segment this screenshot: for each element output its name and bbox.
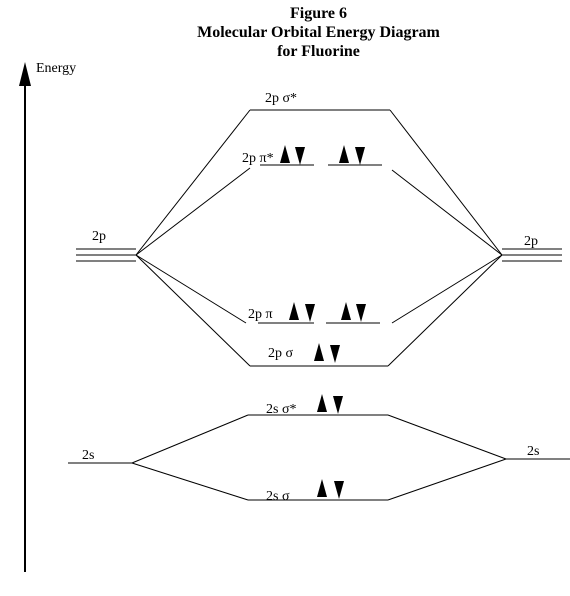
figure-title-line1: Figure 6 xyxy=(289,5,348,22)
figure-title-line2: Molecular Orbital Energy Diagram xyxy=(197,24,440,41)
electron-up-arrow xyxy=(314,343,324,361)
energy-axis xyxy=(19,62,31,572)
figure-title-line3: for Fluorine xyxy=(277,43,360,60)
electron-up-arrow xyxy=(289,302,299,320)
energy-axis-label: Energy xyxy=(36,61,76,76)
right-2p-label: 2p xyxy=(524,234,538,249)
electron-down-arrow xyxy=(295,147,305,165)
mo-2p-sigma-label: 2p σ xyxy=(268,346,294,361)
electron-down-arrow xyxy=(356,304,366,322)
electron-down-arrow xyxy=(305,304,315,322)
electron-up-arrow xyxy=(280,145,290,163)
mo-2s-sigma-star-label: 2s σ* xyxy=(266,402,297,417)
left-2p-label: 2p xyxy=(92,229,106,244)
right-2s-label: 2s xyxy=(527,444,539,459)
left-2s-label: 2s xyxy=(82,448,94,463)
electron-up-arrow xyxy=(341,302,351,320)
electron-up-arrow xyxy=(317,479,327,497)
electron-down-arrow xyxy=(330,345,340,363)
right-2p-levels xyxy=(502,248,562,262)
electron-up-arrow xyxy=(317,394,327,412)
mo-2s-sigma-label: 2s σ xyxy=(266,489,290,504)
mo-2p-pi-star-label: 2p π* xyxy=(242,151,274,166)
mo-2p-sigma-star-label: 2p σ* xyxy=(265,91,297,106)
figure-title: Figure 6 Molecular Orbital Energy Diagra… xyxy=(0,4,570,61)
correlation-lines xyxy=(131,109,507,501)
electron-down-arrow xyxy=(333,396,343,414)
left-2p-levels xyxy=(76,248,136,262)
electron-down-arrow xyxy=(334,481,344,499)
electron-up-arrow xyxy=(339,145,349,163)
electron-down-arrow xyxy=(355,147,365,165)
mo-2p-pi-label: 2p π xyxy=(248,307,273,322)
